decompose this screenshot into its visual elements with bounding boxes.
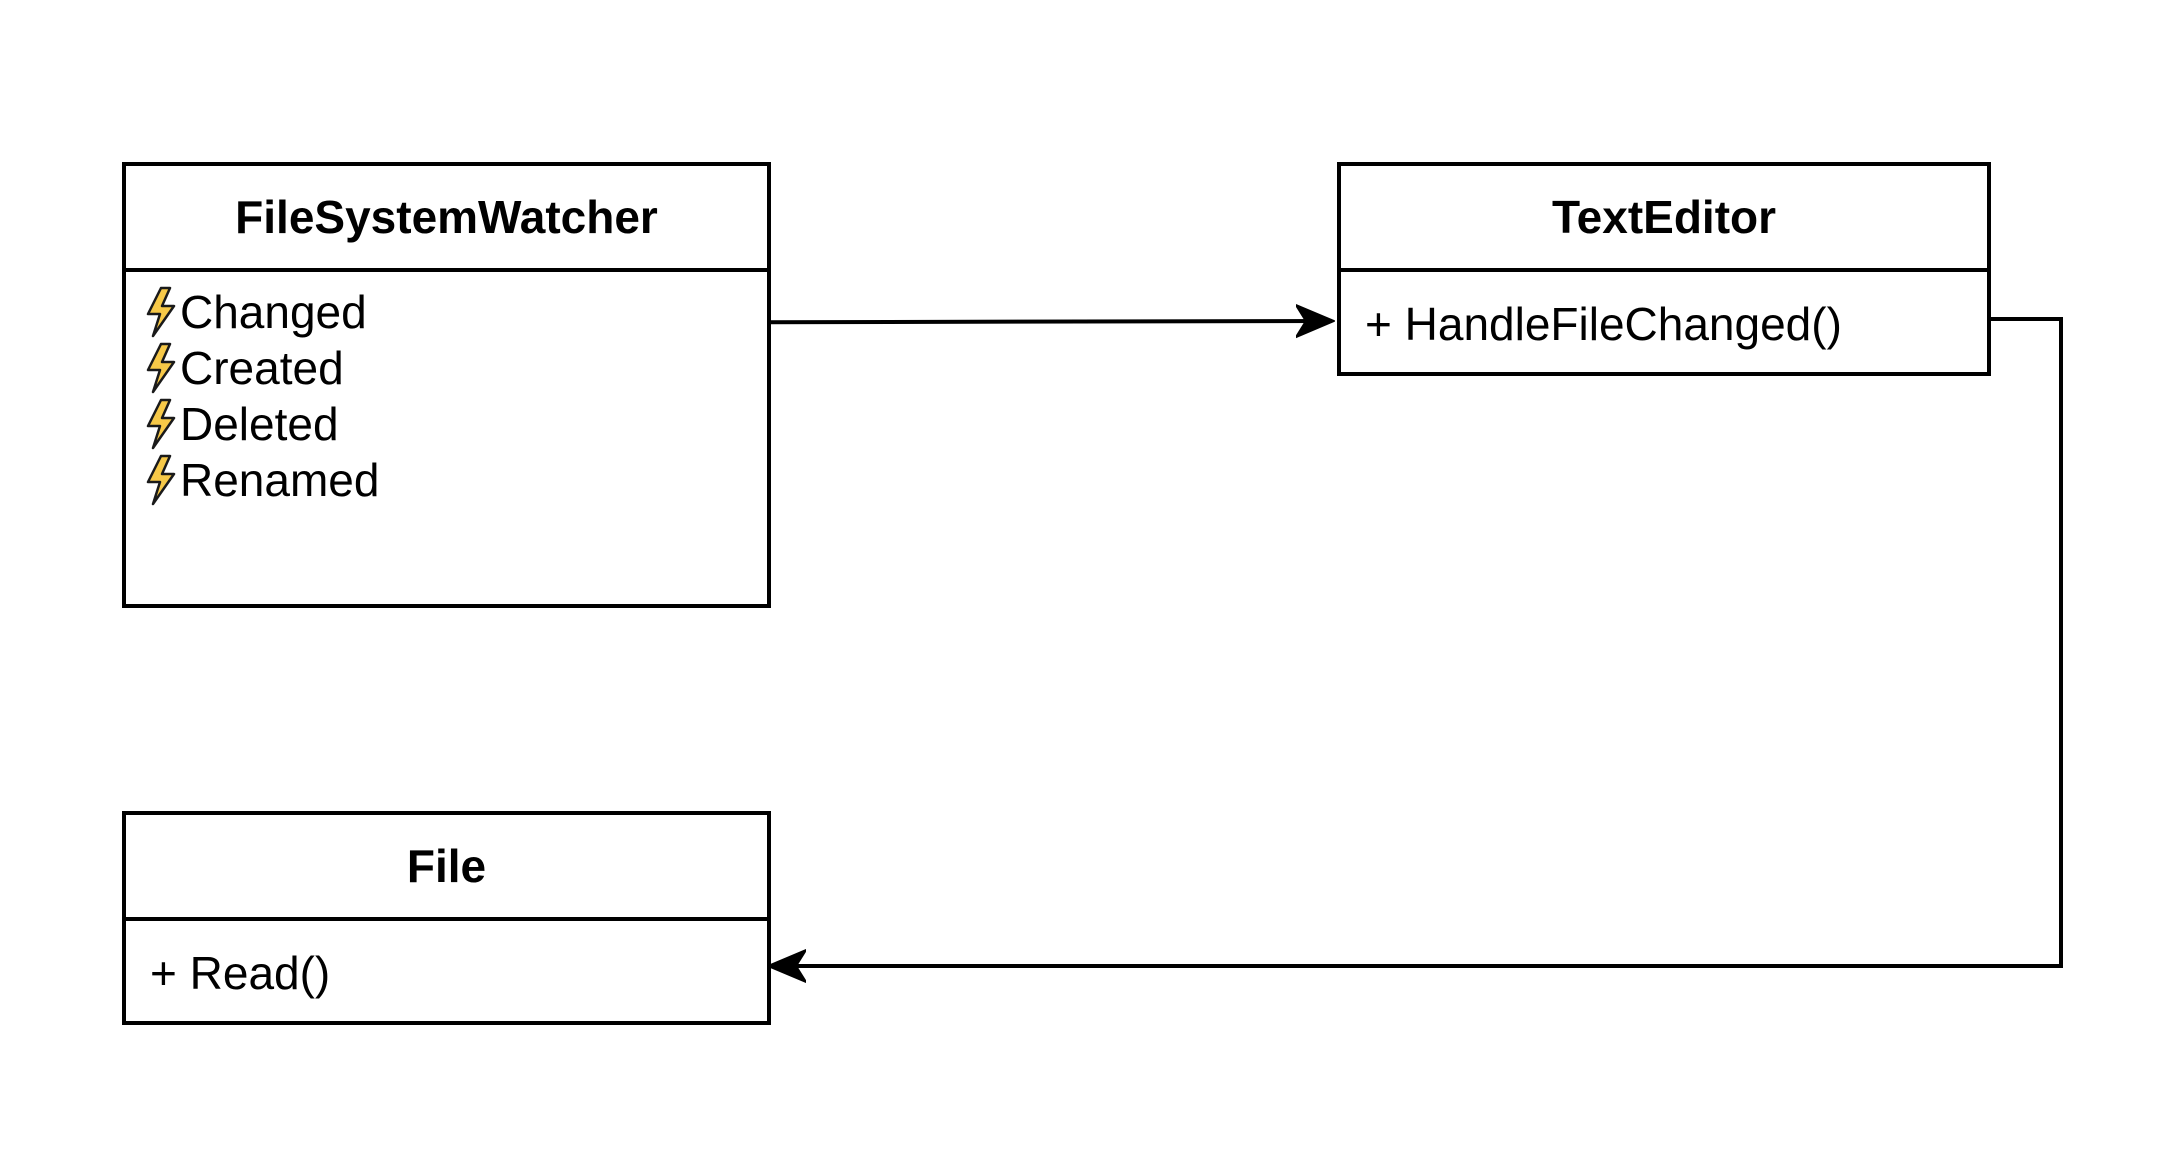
event-label: Deleted [180, 398, 339, 450]
lightning-icon [144, 286, 178, 338]
event-member[interactable]: Created [144, 340, 767, 396]
class-filesystemwatcher[interactable]: FileSystemWatcher Changed Created [122, 162, 771, 608]
class-name: File [126, 815, 767, 921]
event-label: Changed [180, 286, 367, 338]
class-members: + HandleFileChanged() [1341, 272, 1987, 352]
event-label: Created [180, 342, 344, 394]
class-name: FileSystemWatcher [126, 166, 767, 272]
class-members: Changed Created Deleted [126, 272, 767, 508]
class-members: + Read() [126, 921, 767, 1001]
lightning-icon [144, 398, 178, 450]
lightning-icon [144, 454, 178, 506]
event-member[interactable]: Renamed [144, 452, 767, 508]
class-name: TextEditor [1341, 166, 1987, 272]
class-texteditor[interactable]: TextEditor + HandleFileChanged() [1337, 162, 1991, 376]
connector-handlefilechanged-to-read[interactable] [770, 317, 2063, 966]
event-member[interactable]: Changed [144, 284, 767, 340]
class-file[interactable]: File + Read() [122, 811, 771, 1025]
method-member[interactable]: + HandleFileChanged() [1365, 298, 1842, 350]
method-member[interactable]: + Read() [150, 947, 331, 999]
lightning-icon [144, 342, 178, 394]
event-member[interactable]: Deleted [144, 396, 767, 452]
event-label: Renamed [180, 454, 380, 506]
